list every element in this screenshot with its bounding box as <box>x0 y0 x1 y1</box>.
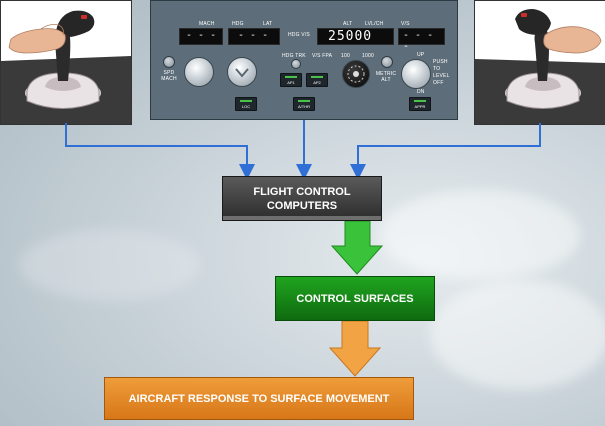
lat-label: LAT <box>263 21 273 27</box>
spd-mach-label: SPD MACH <box>161 70 177 82</box>
loc-button[interactable]: LOC <box>235 97 257 111</box>
hundred-label: 100 <box>341 53 350 59</box>
lvl-ch-label: LVL/CH <box>365 21 384 27</box>
up-label: UP <box>417 52 425 58</box>
vs-label: V/S <box>401 21 410 27</box>
heading-display: - - - <box>228 28 280 45</box>
ap1-button[interactable]: AP1 <box>280 73 302 87</box>
flight-control-unit-panel: MACH HDG LAT HDG V/S ALT LVL/CH V/S - - … <box>150 0 458 120</box>
cloud <box>430 280 605 390</box>
sidestick-icon <box>1 10 131 124</box>
altitude-selector-knob[interactable] <box>342 60 370 88</box>
ap2-button[interactable]: AP2 <box>306 73 328 87</box>
altitude-display: 25000 <box>317 28 394 45</box>
sidestick-icon <box>475 9 605 124</box>
left-sidestick-image <box>0 0 132 125</box>
speed-knob[interactable] <box>184 57 214 87</box>
flight-control-computers-box: FLIGHT CONTROL COMPUTERS <box>222 176 382 221</box>
speed-display: - - - <box>179 28 223 45</box>
control-surfaces-label: CONTROL SURFACES <box>296 292 414 305</box>
vs-fpa-label: V/S FPA <box>312 53 333 59</box>
alt-label: ALT <box>343 21 353 27</box>
hdg-trk-label: HDG TRK <box>282 53 306 59</box>
cloud <box>380 190 580 280</box>
vertical-speed-display: - - - - <box>398 28 445 52</box>
athr-button[interactable]: A/THR <box>293 97 315 111</box>
thousand-label: 1000 <box>362 53 374 59</box>
altitude-value: 25000 <box>328 29 373 44</box>
orange-arrow-icon <box>328 320 382 377</box>
control-surfaces-box: CONTROL SURFACES <box>275 276 435 321</box>
metric-alt-label: METRIC ALT <box>375 71 397 83</box>
green-arrow-icon <box>330 220 384 275</box>
spd-mach-button[interactable] <box>163 56 175 68</box>
right-sidestick-image <box>474 0 605 125</box>
altitude-selector-icon <box>347 65 365 83</box>
fcc-line-1: FLIGHT CONTROL <box>253 185 351 198</box>
metric-alt-button[interactable] <box>381 56 393 68</box>
push-to-level-off-label: PUSH TO LEVEL OFF <box>433 59 450 86</box>
aircraft-response-label: AIRCRAFT RESPONSE TO SURFACE MOVEMENT <box>128 392 390 405</box>
hdg-vs-label: HDG V/S <box>288 32 310 38</box>
mach-label: MACH <box>199 21 215 27</box>
vertical-speed-knob[interactable] <box>401 59 431 89</box>
right-sidestick-connector <box>350 123 541 180</box>
left-sidestick-connector <box>65 123 255 180</box>
fcc-line-2: COMPUTERS <box>266 199 338 212</box>
cloud <box>20 230 200 300</box>
heading-chevron-icon <box>235 68 249 78</box>
hdg-label: HDG <box>232 21 244 27</box>
dn-label: DN <box>417 89 425 95</box>
aircraft-response-box: AIRCRAFT RESPONSE TO SURFACE MOVEMENT <box>104 377 414 420</box>
hdg-trk-button[interactable] <box>291 59 301 69</box>
appr-button[interactable]: APPR <box>409 97 431 111</box>
heading-knob[interactable] <box>227 57 257 87</box>
